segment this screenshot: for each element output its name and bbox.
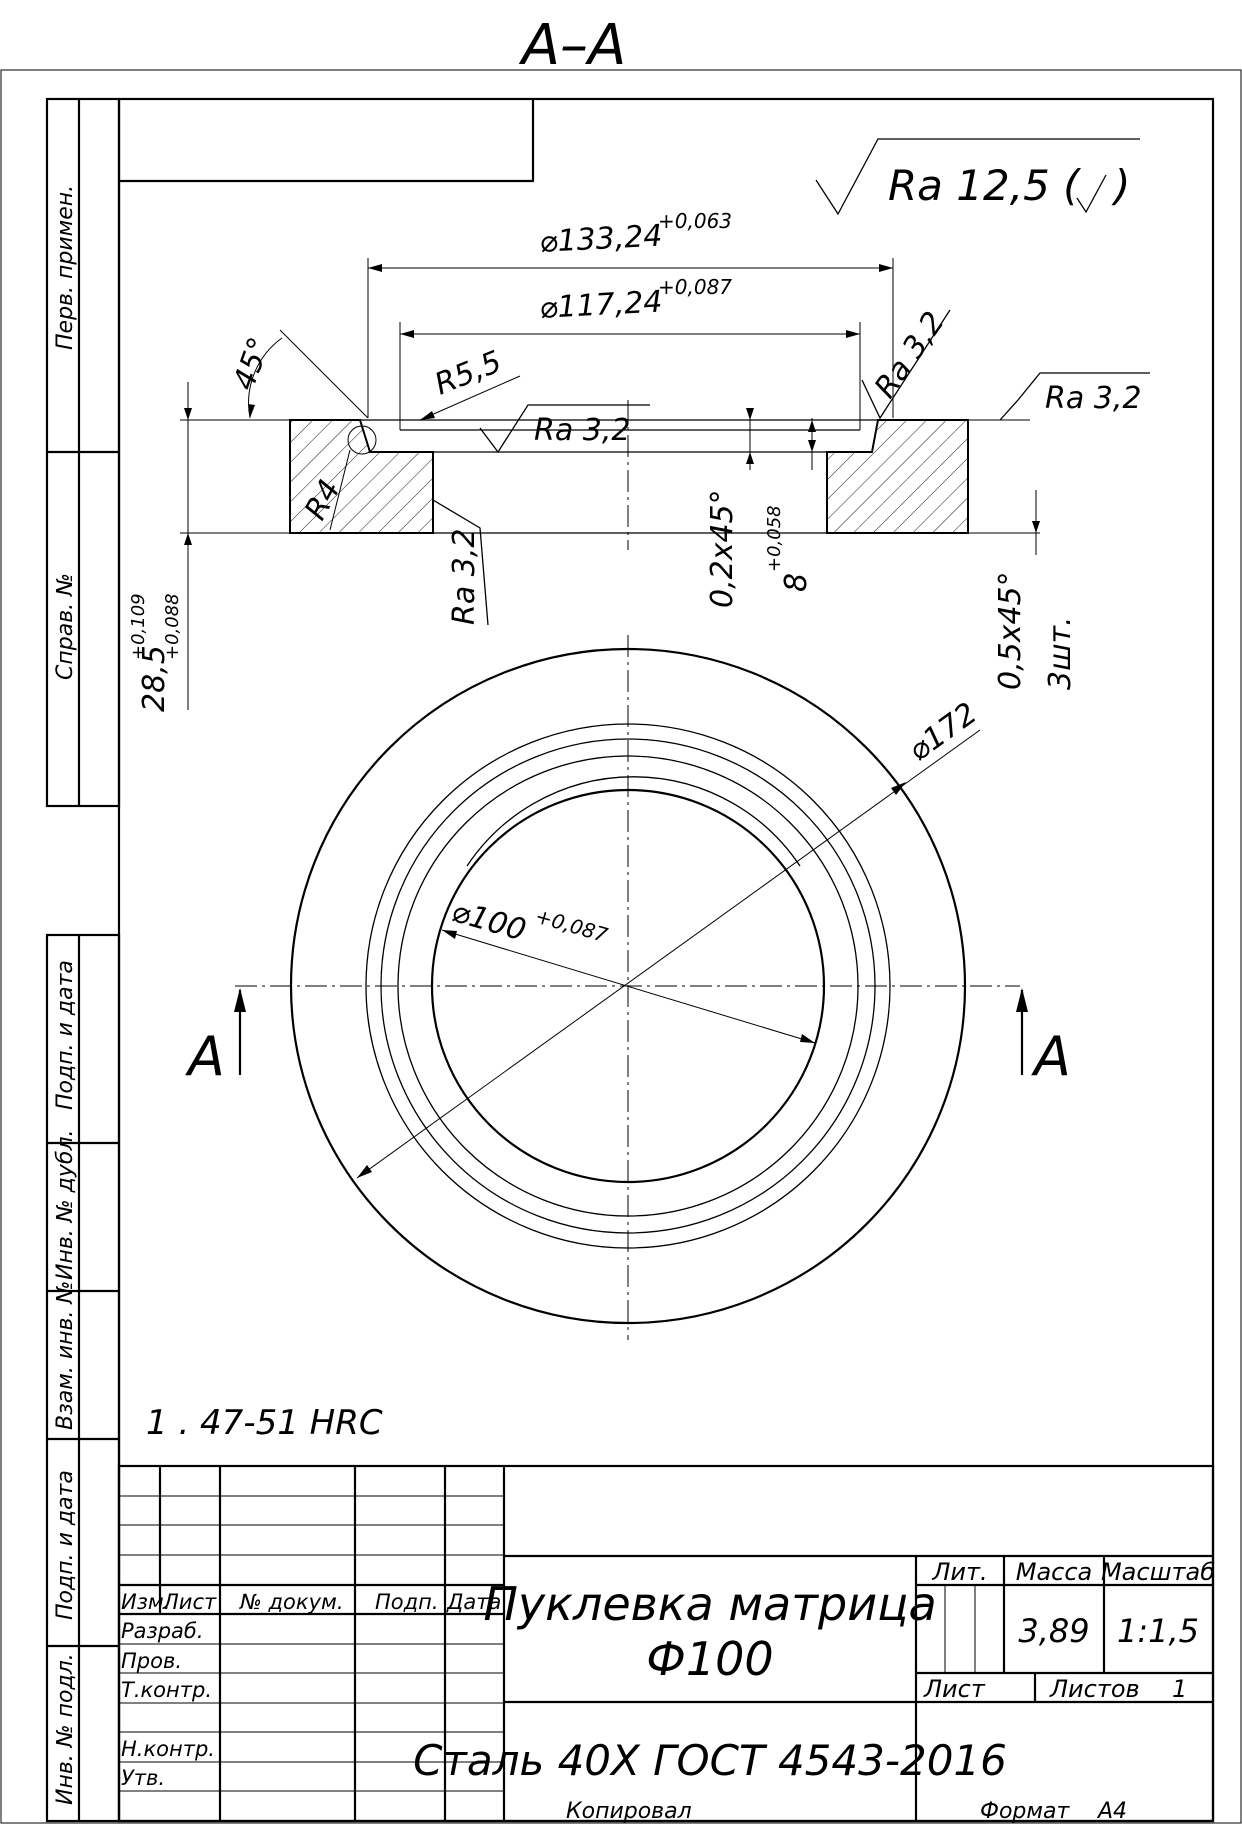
roughness-bore-symbol	[432, 499, 489, 626]
copied-label: Копировал	[566, 1799, 692, 1824]
dim-r4-leader	[329, 425, 377, 531]
roughness-bore-label: Ra 3,2	[447, 529, 482, 625]
dim-bore-diameter-value: ⌀100	[448, 894, 530, 948]
dim-depth-tol: +0,058	[764, 505, 785, 572]
cut-mark-right	[1016, 988, 1028, 1075]
general-roughness-label: Ra 12,5 (	[888, 161, 1081, 210]
tb-role-razrab: Разраб.	[121, 1619, 204, 1643]
tb-role-prov: Пров.	[121, 1649, 182, 1673]
tb-title-line2: Ф100	[646, 1632, 773, 1686]
general-roughness-symbol	[815, 138, 1140, 216]
cut-mark-right-label: A	[1031, 1025, 1071, 1088]
dim-outer-diameter	[356, 729, 981, 1179]
roughness-recess-label: Ra 3,2	[534, 413, 630, 448]
dim-height-value: 28,5	[137, 645, 172, 712]
dim-outer-diameter-value: ⌀172	[902, 696, 984, 769]
dim-height	[184, 382, 192, 710]
left-stamp-column-bottom	[45, 933, 121, 1823]
dim-depth-value: 8	[779, 573, 814, 592]
dim-chamfer-1-value: 0,2x45°	[705, 489, 740, 608]
format-label: Формат	[980, 1799, 1070, 1824]
dim-outer-recess-tol: +0,063	[658, 209, 732, 233]
general-roughness-tail: )	[1111, 161, 1130, 210]
outer-frame	[0, 69, 1242, 1824]
stamp-vzam-inv: Взам. инв. №	[53, 1281, 78, 1430]
dim-outer-recess-value: ⌀133,24	[539, 219, 664, 260]
dim-bore-diameter	[441, 929, 816, 1044]
stamp-inv-podl: Инв. № подл.	[53, 1653, 78, 1805]
roughness-chamfer-symbol	[861, 309, 951, 420]
tb-col-no-dokum: № докум.	[239, 1590, 344, 1614]
dim-height-tol-upper: +0,109	[128, 593, 149, 660]
roughness-top-face-label: Ra 3,2	[1045, 381, 1141, 416]
tb-sheets-count: 1	[1172, 1675, 1187, 1703]
tb-material: Сталь 40Х ГОСТ 4543-2016	[413, 1736, 1007, 1785]
title-block	[117, 1464, 1215, 1823]
tb-role-utv: Утв.	[121, 1766, 165, 1790]
format-value: А4	[1096, 1799, 1127, 1824]
stamp-podp-data-2: Подп. и дата	[53, 1470, 78, 1620]
top-left-stamp-box	[119, 99, 535, 183]
dim-height-tol-lower: +0,088	[162, 593, 183, 660]
roughness-recess-symbol	[479, 404, 650, 454]
dim-outer-recess	[367, 258, 894, 418]
dim-depth	[808, 418, 816, 470]
roughness-top-face-symbol	[995, 372, 1150, 421]
dim-r55-leader	[419, 375, 521, 421]
dim-chamfer-2	[1032, 490, 1040, 555]
tb-col-podp: Подп.	[375, 1590, 439, 1614]
dim-inner-recess-value: ⌀117,24	[539, 285, 664, 326]
dim-chamfer-1	[746, 408, 754, 470]
left-stamp-column-top	[45, 97, 121, 808]
dim-angle-value: 45°	[227, 333, 278, 395]
tb-title-line1: Пуклевка матрица	[483, 1577, 936, 1631]
tb-mass-label: Масса	[1016, 1558, 1093, 1586]
technical-note: 1 . 47-51 HRC	[146, 1403, 383, 1443]
tb-scale-value: 1:1,5	[1117, 1612, 1199, 1650]
tb-lit-label: Лит.	[931, 1558, 987, 1586]
stamp-podp-data-1: Подп. и дата	[53, 960, 78, 1110]
dim-angle	[248, 329, 369, 419]
section-view	[180, 400, 1040, 550]
section-title: A–A	[519, 13, 627, 78]
roughness-chamfer-label: Ra 3,2	[868, 305, 952, 404]
tb-col-list: Лист	[162, 1590, 217, 1614]
dim-r55-value: R5,5	[430, 344, 507, 402]
tb-sheet-label: Лист	[923, 1675, 986, 1703]
cut-mark-left	[234, 988, 246, 1075]
cut-mark-left-label: A	[185, 1025, 225, 1088]
dim-chamfer-2-value: 0,5x45°	[993, 571, 1028, 690]
tb-mass-value: 3,89	[1018, 1612, 1089, 1650]
tb-scale-label: Масштаб	[1101, 1558, 1215, 1586]
dim-chamfer-2-count: 3шт.	[1043, 616, 1078, 690]
dim-inner-recess-tol: +0,087	[658, 275, 732, 299]
stamp-inv-dubl: Инв. № дубл.	[53, 1129, 78, 1280]
dim-inner-recess	[399, 322, 861, 430]
stamp-sprav-no: Справ. №	[53, 573, 78, 680]
tb-col-data: Дата	[446, 1590, 501, 1614]
section-right-body	[826, 419, 969, 534]
tb-role-tkontr: Т.контр.	[121, 1678, 212, 1702]
tb-sheets-label: Листов	[1049, 1675, 1140, 1703]
stamp-perv-primen: Перв. примен.	[53, 185, 78, 350]
tb-col-izm: Изм.	[121, 1590, 170, 1614]
tb-role-nkontr: Н.контр.	[121, 1737, 215, 1761]
dim-bore-diameter-tol: +0,087	[533, 904, 611, 948]
